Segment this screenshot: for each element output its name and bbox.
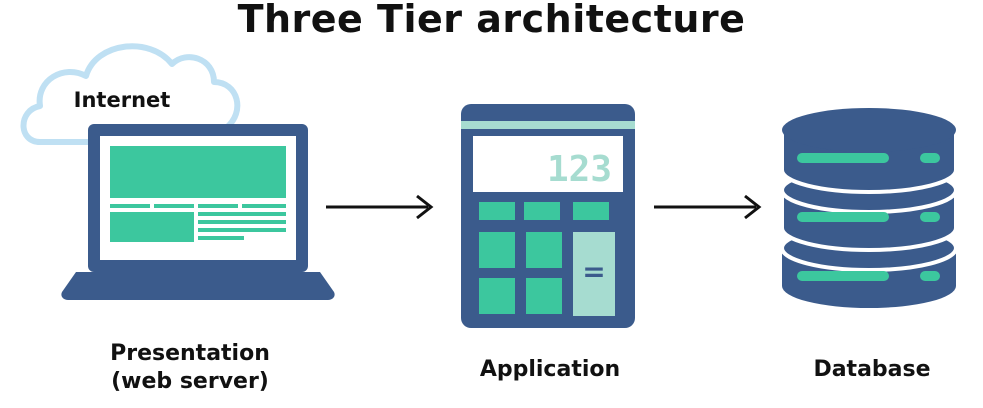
arrow-presentation-to-application	[326, 194, 434, 220]
database-label: Database	[813, 357, 931, 382]
arrow-application-to-database	[654, 194, 762, 220]
presentation-label: Presentation (web server)	[70, 340, 310, 396]
calculator-equals-key: =	[582, 255, 605, 288]
laptop-icon	[61, 124, 335, 300]
calculator-icon: 123 =	[461, 104, 635, 328]
page-title: Three Tier architecture	[237, 0, 746, 41]
calculator-display-text: 123	[547, 149, 612, 190]
cloud-icon	[20, 43, 241, 145]
internet-label: Internet	[73, 88, 171, 112]
presentation-label-line2: (web server)	[111, 369, 269, 394]
presentation-label-line1: Presentation	[110, 341, 270, 366]
database-icon	[780, 108, 958, 308]
application-label: Application	[479, 357, 621, 382]
